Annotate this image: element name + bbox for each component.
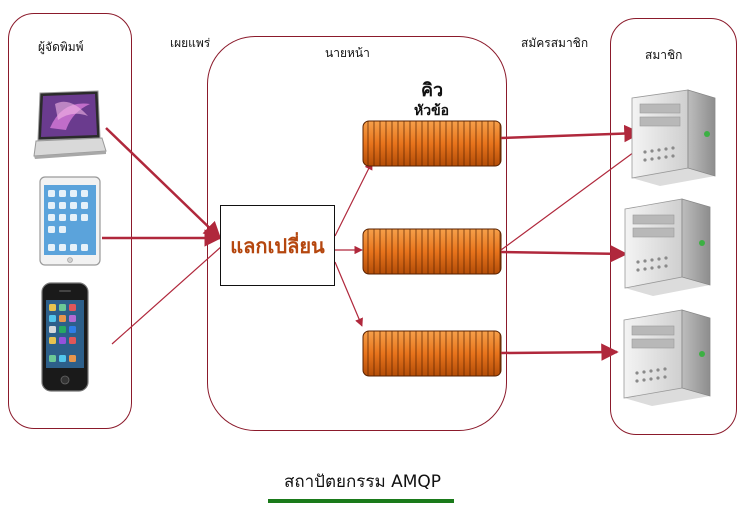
server-2: [624, 198, 711, 296]
server-icon: [623, 309, 711, 406]
server-icon: [624, 198, 711, 296]
exchange-label: แลกเปลี่ยน: [230, 233, 325, 258]
arrow-queue2-to-server1: [500, 146, 642, 251]
subscribe-label: สมัครสมาชิก: [521, 36, 589, 50]
arrow-queue1-to-server1: [500, 124, 642, 143]
arrow-queue2-to-server2: [500, 244, 628, 263]
smartphone-icon: [41, 282, 89, 392]
topic-label: หัวข้อ: [414, 103, 450, 119]
caption-underline: [268, 499, 454, 503]
diagram-caption: สถาปัตยกรรม AMQP: [283, 472, 442, 492]
server-1: [631, 89, 716, 186]
arrow-laptop-to-exchange: [105, 127, 222, 240]
subscriber-box: [610, 18, 737, 435]
exchange-box: แลกเปลี่ยน: [220, 205, 335, 286]
queue-3: [362, 330, 502, 377]
broker-label: นายหน้า: [325, 46, 370, 60]
arrow-phone-to-exchange: [111, 245, 223, 345]
queue-label: คิว: [421, 80, 444, 101]
subscriber-arrows: [500, 124, 642, 361]
exchange-arrows: [334, 161, 373, 327]
arrow-exchange-to-queue-1: [334, 161, 373, 237]
queue-1: [362, 120, 502, 167]
server-3: [623, 309, 711, 406]
laptop-icon: [33, 90, 107, 159]
queue-2: [362, 228, 502, 275]
publisher-box: [8, 13, 132, 429]
server-icon: [631, 89, 716, 186]
tablet-icon: [39, 176, 101, 266]
publish-label: เผยแพร่: [170, 36, 211, 50]
arrow-queue3-to-server3: [500, 343, 619, 361]
publisher-label: ผู้จัดพิมพ์: [38, 40, 84, 54]
publisher-arrows: [102, 127, 223, 345]
member-label: สมาชิก: [645, 48, 683, 62]
arrow-exchange-to-queue-3: [334, 261, 363, 327]
